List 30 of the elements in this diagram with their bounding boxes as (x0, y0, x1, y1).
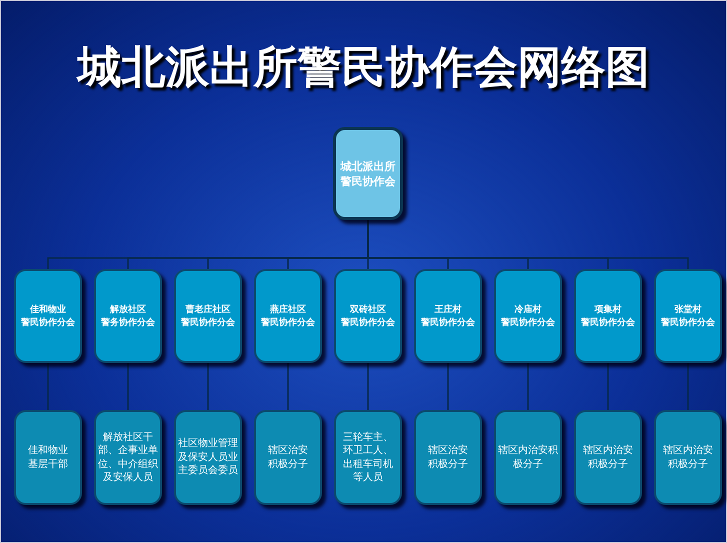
branch-box: 双砖社区 警民协作分会 (334, 269, 402, 363)
branch-box: 燕庄社区 警民协作分会 (254, 269, 322, 363)
connector-line (447, 363, 449, 410)
connector-line (207, 363, 209, 410)
connector-line (47, 363, 49, 410)
connector-line (607, 363, 609, 410)
member-box: 佳和物业基层干部 (14, 410, 82, 505)
member-box: 辖区内治安积极分子 (574, 410, 642, 505)
member-box: 解放社区干部、企事业单位、中介组织及安保人员 (94, 410, 162, 505)
member-box: 社区物业管理及保安人员业主委员会委员 (174, 410, 242, 505)
member-box: 辖区治安积极分子 (254, 410, 322, 505)
branch-box: 解放社区 警务协作分会 (94, 269, 162, 363)
connector-line (687, 363, 689, 410)
title: 城北派出所警民协作会网络图 (75, 41, 650, 95)
branch-box: 冷庙村 警民协作分会 (494, 269, 562, 363)
branch-box: 佳和物业 警民协作分会 (14, 269, 82, 363)
connector-line (287, 363, 289, 410)
connector-line (367, 220, 689, 269)
connector-line (527, 363, 529, 410)
branch-box: 王庄村 警民协作分会 (414, 269, 482, 363)
branch-box: 张堂村 警民协作分会 (654, 269, 722, 363)
root-box: 城北派出所警民协作会 (333, 127, 403, 220)
member-box: 辖区内治安积极分子 (654, 410, 722, 505)
connector-line (127, 363, 129, 410)
connector-line (367, 363, 369, 410)
member-box: 辖区治安积极分子 (414, 410, 482, 505)
branch-box: 曹老庄社区 警民协作分会 (174, 269, 242, 363)
branch-box: 项集村 警民协作分会 (574, 269, 642, 363)
member-box: 三轮车主、环卫工人、出租车司机等人员 (334, 410, 402, 505)
member-box: 辖区内治安积极分子 (494, 410, 562, 505)
